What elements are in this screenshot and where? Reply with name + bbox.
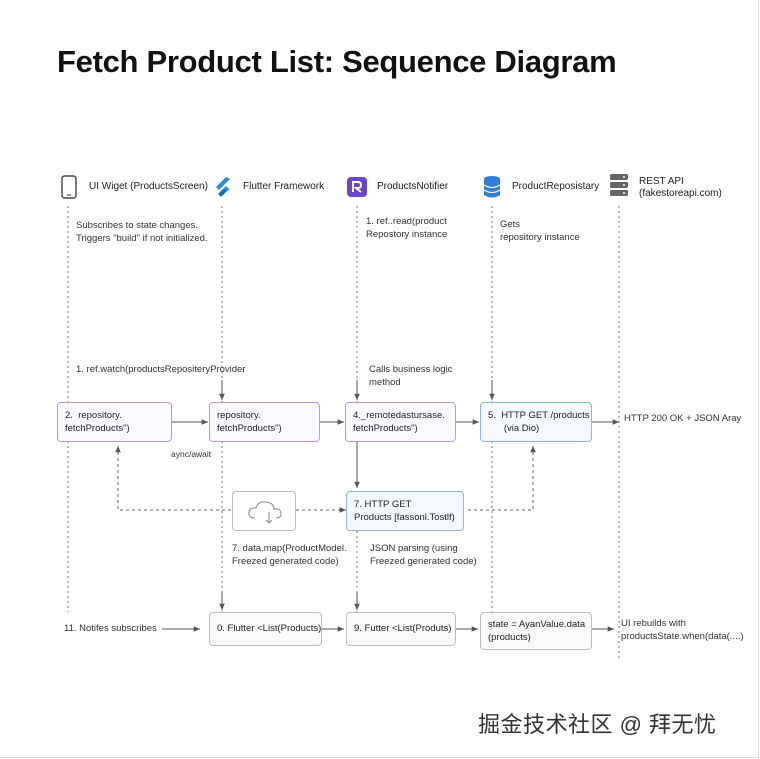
participant-flutter-framework: Flutter Framework: [212, 172, 324, 202]
note-subscribes: Subscribes to state changes. Triggers "b…: [76, 220, 208, 244]
diagram-title: Fetch Product List: Sequence Diagram: [57, 44, 617, 79]
box-remote-fetch: 4._remotedastursase. fetchProducts"): [345, 402, 456, 442]
box-state-async-value: state = AyanValue.data (products): [480, 612, 592, 650]
return-path-right: [466, 446, 536, 511]
note-http-200: HTTP 200 OK + JSON Aray: [624, 413, 742, 424]
note-async-await: aync/await: [171, 449, 212, 459]
participant-ui-widget: UI Wiget (ProductsScreen): [58, 172, 208, 202]
participant-label: ProductReposistary: [512, 181, 600, 192]
server-icon: [608, 172, 630, 198]
cloud-box: [232, 491, 296, 531]
return-path-left: [115, 446, 232, 511]
participant-rest-api: REST API (fakestoreapi.com): [608, 172, 722, 202]
watermark: 掘金技术社区 @ 拜无忧: [478, 712, 717, 737]
box-http-get-products: 5. HTTP GET /products (via Dio): [480, 402, 592, 442]
note-notifies-subscribers: 11. Notifes subscribes: [64, 623, 157, 634]
note-calls-logic: Calls business logic method: [369, 364, 453, 388]
note-ref-read: 1. ref..read(product Repostory instance: [366, 216, 448, 240]
phone-icon: [58, 174, 80, 200]
note-data-map: 7. data.map(ProductModel. Freezed genera…: [232, 543, 347, 567]
participant-products-notifier: ProductsNotifier: [346, 172, 448, 202]
participant-product-repository: ProductReposistary: [481, 172, 599, 202]
note-ref-watch: 1. ref.watch(productsRepositeryProvider: [76, 364, 246, 375]
riverpod-icon: [346, 174, 368, 200]
flutter-icon: [212, 174, 234, 200]
participant-label: ProductsNotifier: [377, 181, 449, 192]
note-ui-rebuilds: UI rebuilds with productsState.when(data…: [621, 618, 744, 642]
participant-label: REST API (fakestoreapi.com): [639, 176, 722, 199]
box-futter-list-9: 9. Futter <List(Produts): [346, 612, 456, 646]
cloud-download-icon: [245, 498, 287, 531]
note-json-parsing: JSON parsing (using Freezed generated co…: [370, 543, 477, 567]
participant-label: UI Wiget (ProductsScreen): [89, 181, 208, 192]
box-http-get-7: 7. HTTP GET Products [fassonl.Tostlf): [346, 491, 464, 531]
participant-label: Flutter Framework: [243, 181, 325, 192]
box-repository-fetch-ui: 2. repository. fetchProducts"): [57, 402, 172, 442]
note-gets-repository: Gets repository instance: [500, 219, 580, 243]
database-icon: [481, 174, 503, 200]
box-repository-fetch-framework: repository. fetchProducts"): [209, 402, 320, 442]
box-futter-list-0: 0. Flutter <List(Products): [209, 612, 322, 646]
